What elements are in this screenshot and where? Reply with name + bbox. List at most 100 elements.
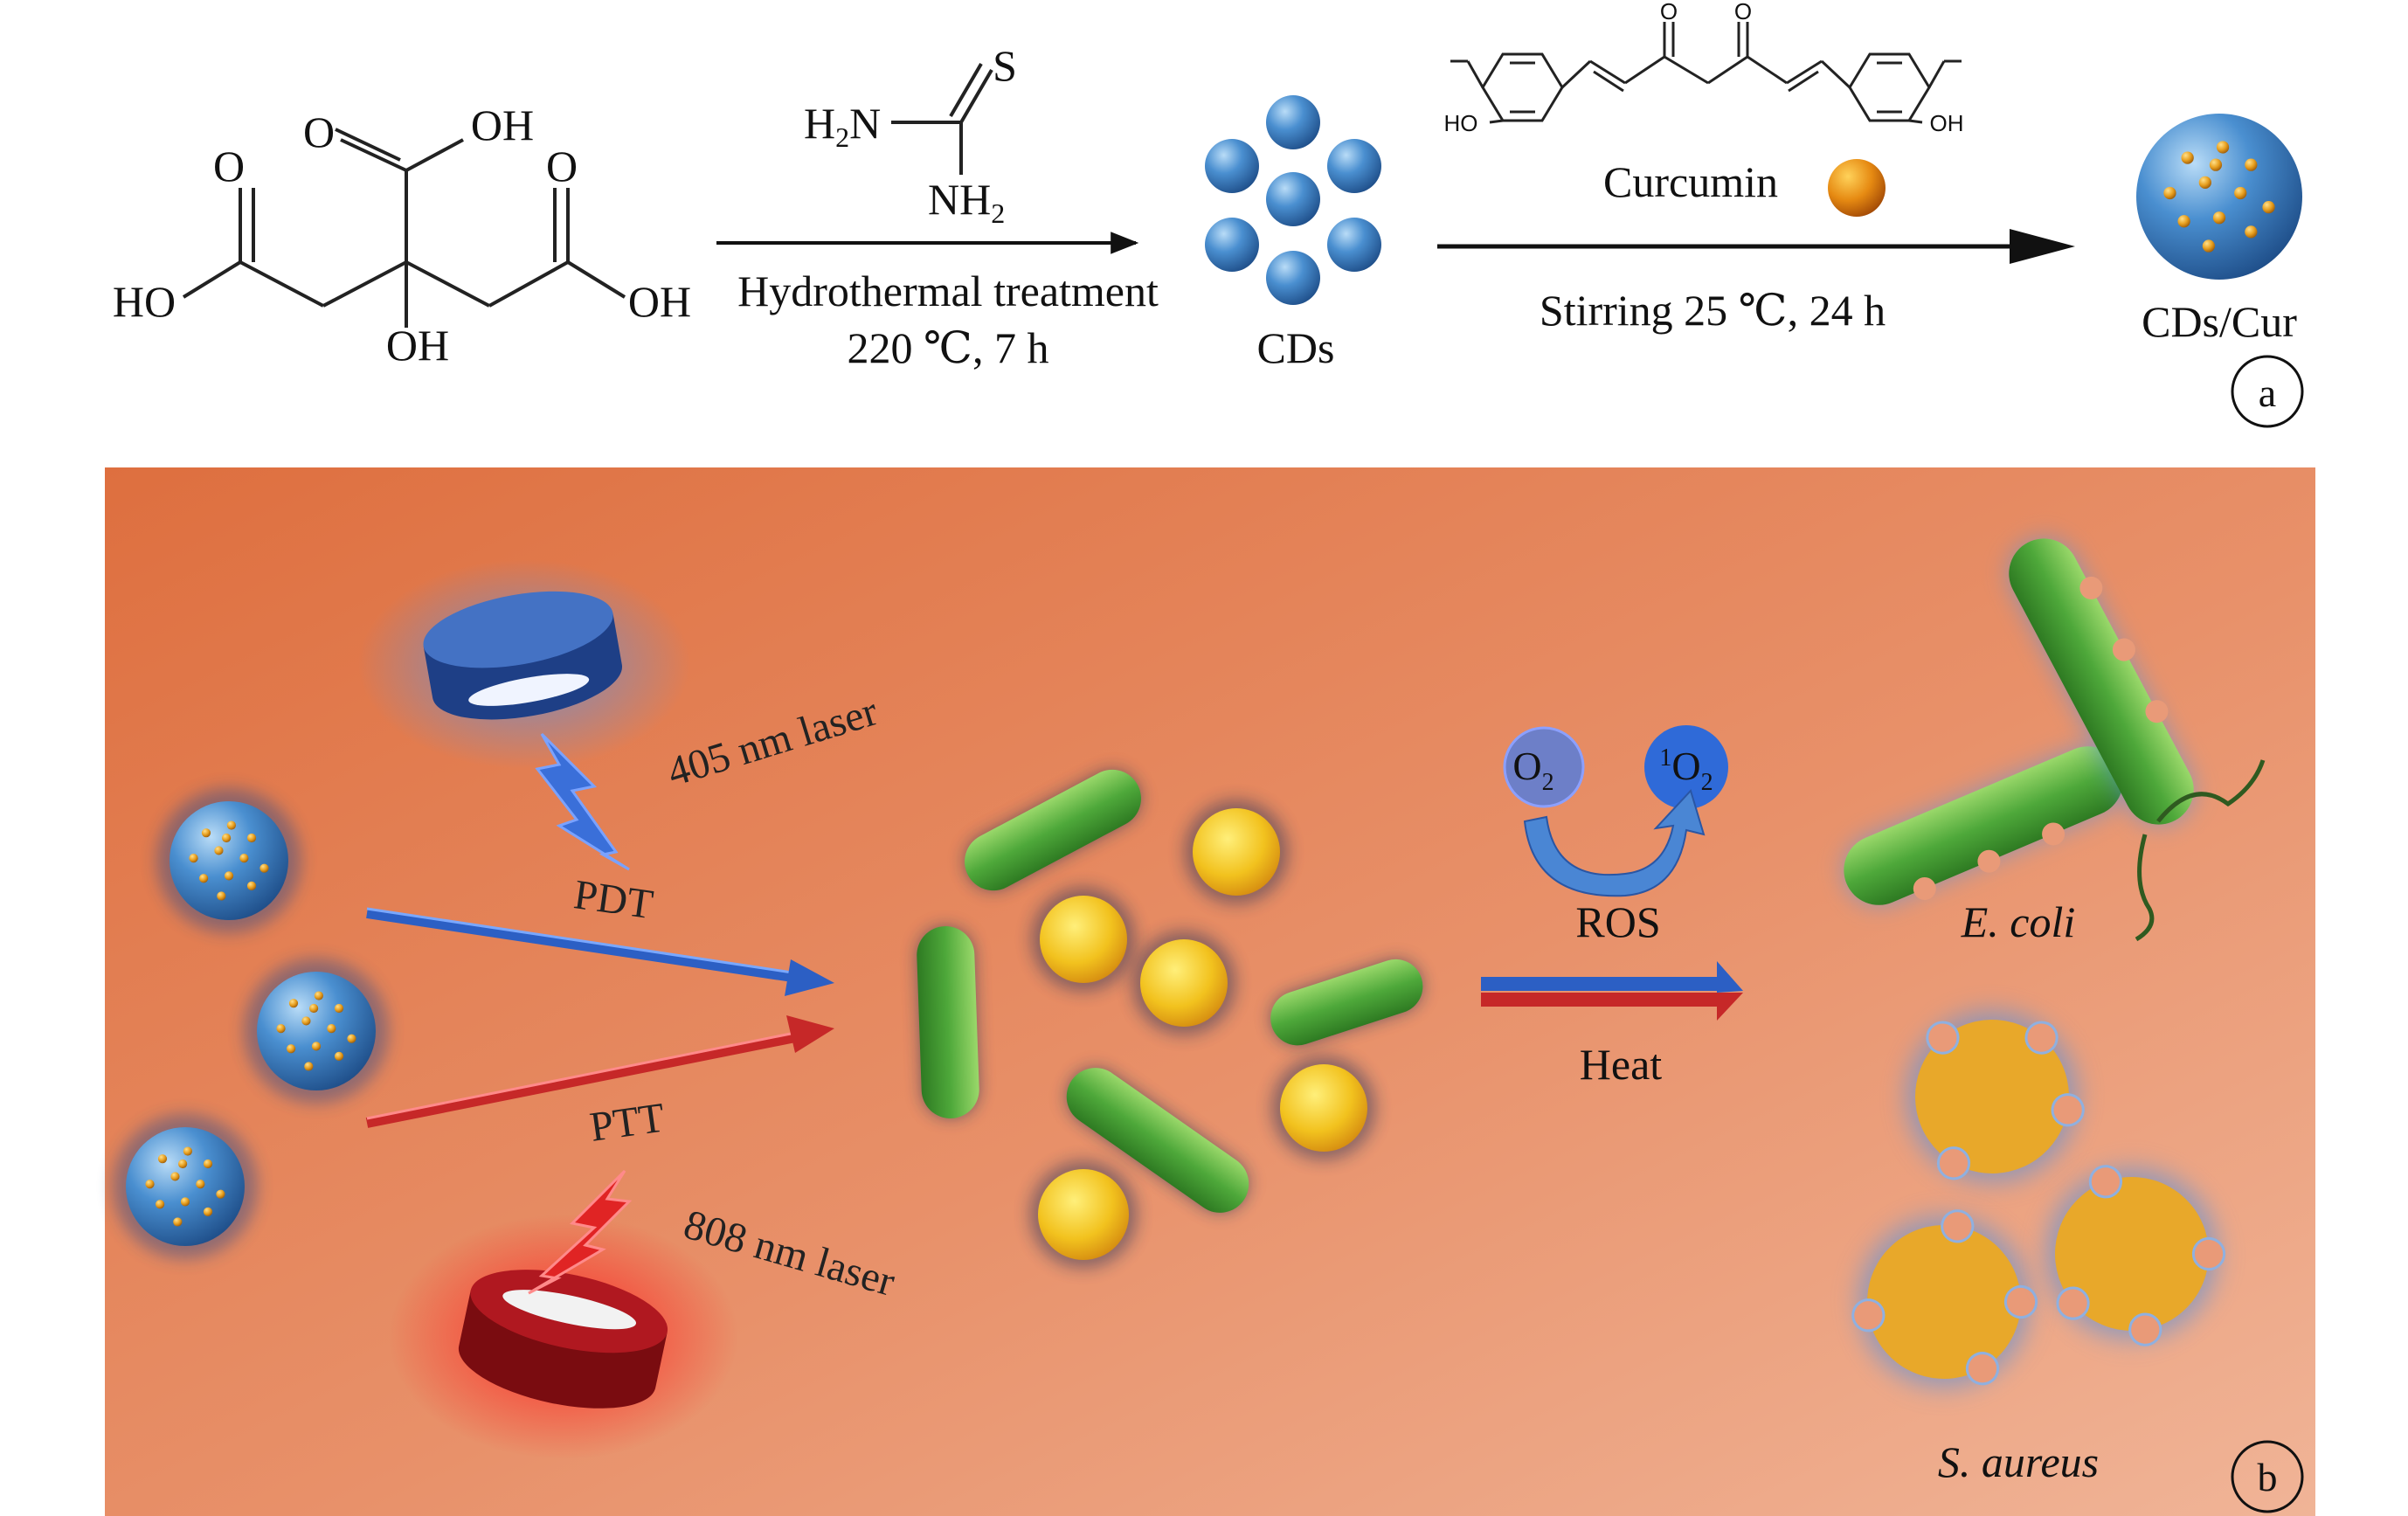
curcumin-dot — [189, 854, 198, 863]
flagellum — [2156, 759, 2266, 823]
blue-laser-device — [358, 559, 690, 769]
cd-dot — [1266, 95, 1320, 149]
ros-heat-arrow — [1481, 961, 1743, 1021]
singlet-oxygen-label: 1O2 — [1659, 744, 1713, 796]
curcumin-dot — [347, 1034, 356, 1043]
curcumin-dot — [239, 854, 249, 863]
curcumin-dot — [276, 1024, 286, 1034]
curcumin-dot — [334, 1051, 344, 1061]
yellow-coccus — [1031, 887, 1136, 992]
cds-cur-particle — [113, 1114, 258, 1259]
curcumin-dot — [309, 1003, 319, 1014]
curcumin-dot — [2216, 141, 2230, 154]
citric-acid-structure — [182, 128, 626, 328]
atom-o-top: O — [303, 107, 335, 156]
curcumin-dot — [2209, 158, 2223, 171]
green-rod — [965, 769, 1141, 891]
panel-b-label: b — [2258, 1455, 2278, 1499]
curcumin-dot — [301, 1016, 311, 1026]
yellow-coccus — [1131, 931, 1236, 1035]
damaged-ecoli — [1844, 538, 2266, 942]
curcumin-label: Curcumin — [1603, 157, 1778, 206]
curcumin-dot — [145, 1180, 155, 1189]
cd-dot — [1327, 139, 1381, 193]
product-label: CDs/Cur — [2142, 297, 2297, 346]
curcumin-dot — [2262, 200, 2275, 214]
o2-molecule — [1505, 728, 1583, 806]
curcumin-dot — [2212, 211, 2226, 225]
reaction-arrow-2 — [1437, 229, 2075, 264]
curcumin-dot — [2177, 215, 2190, 228]
cd-dot — [1266, 251, 1320, 305]
cds-cur-particle-group — [113, 788, 389, 1259]
curcumin-labels: O O HO OH — [1444, 0, 1964, 136]
atom-nh2: NH2 — [928, 175, 1005, 229]
curcumin-dot — [2202, 239, 2216, 253]
curcumin-dot — [2234, 186, 2247, 200]
atom-curcumin-ho: HO — [1444, 110, 1478, 136]
o2-label: O2 — [1512, 744, 1553, 796]
thiourea-labels: S H2N NH2 — [804, 41, 1017, 229]
red-laser-device — [389, 1215, 738, 1459]
flagellum — [2135, 834, 2155, 942]
curcumin-dot — [216, 1189, 225, 1199]
green-rod — [1066, 1068, 1249, 1213]
curcumin-dot — [222, 833, 232, 843]
cd-dot — [1327, 218, 1381, 272]
curcumin-dot — [2198, 176, 2211, 189]
cds-cur-particle — [2136, 114, 2302, 280]
atom-h2n: H2N — [804, 99, 881, 153]
curcumin-dot — [314, 991, 323, 1000]
curcumin-dot — [288, 999, 299, 1008]
ptt-label: PTT — [587, 1094, 668, 1150]
cds-cur-particle — [2136, 114, 2302, 280]
atom-ho-left: HO — [113, 277, 176, 326]
curcumin-dot — [156, 1200, 165, 1209]
curcumin-dot — [178, 1159, 188, 1169]
yellow-coccus — [1184, 800, 1289, 904]
curcumin-dot — [246, 833, 257, 843]
curcumin-dot — [214, 846, 224, 855]
curcumin-dot — [304, 1062, 314, 1071]
panel-a-label: a — [2259, 370, 2276, 415]
atom-s: S — [993, 41, 1017, 90]
yellow-coccus — [1271, 1056, 1376, 1160]
damaged-coccus — [1851, 1209, 2038, 1388]
heat-label: Heat — [1580, 1040, 1662, 1089]
damaged-coccus — [2045, 1165, 2226, 1346]
curcumin-dot — [180, 1197, 190, 1207]
panel-a-badge — [2231, 355, 2304, 428]
green-rod — [917, 926, 979, 1118]
pdt-arrow — [366, 907, 834, 996]
step1-line1: Hydrothermal treatment — [737, 267, 1159, 315]
curcumin-dot — [183, 1146, 192, 1156]
pdt-label: PDT — [571, 871, 656, 928]
curcumin-dot — [311, 1042, 322, 1051]
cds-cur-particle — [244, 959, 389, 1104]
green-rod — [1270, 959, 1423, 1046]
step2-label: Stirring 25 ℃, 24 h — [1540, 286, 1886, 335]
ptt-arrow — [365, 1015, 834, 1128]
damaged-saureus — [1851, 1010, 2226, 1388]
curcumin-dot — [196, 1180, 205, 1189]
curcumin-dot — [259, 863, 269, 873]
atom-o-right: O — [546, 142, 578, 190]
thiourea-structure — [891, 62, 993, 175]
curcumin-dot — [170, 1172, 180, 1181]
citric-acid-labels: O O OH O HO OH OH — [113, 100, 691, 370]
yellow-coccus — [1029, 1160, 1138, 1269]
atom-o-left: O — [213, 142, 245, 190]
curcumin-dot — [217, 891, 226, 901]
panel-b: 405 nm laser 808 nm laser PDT — [105, 467, 2315, 1516]
curcumin-dot — [199, 874, 209, 883]
curcumin-dot — [2245, 158, 2258, 171]
cd-dot — [1205, 218, 1259, 272]
step1-line2: 220 ℃, 7 h — [848, 323, 1049, 372]
cds-cluster — [1205, 95, 1381, 305]
cd-dot — [1266, 172, 1320, 226]
panel-b-badge — [2231, 1440, 2304, 1513]
blue-lightning-icon — [535, 732, 630, 871]
atom-curcumin-o2: O — [1734, 0, 1752, 24]
curcumin-dot — [201, 828, 211, 838]
